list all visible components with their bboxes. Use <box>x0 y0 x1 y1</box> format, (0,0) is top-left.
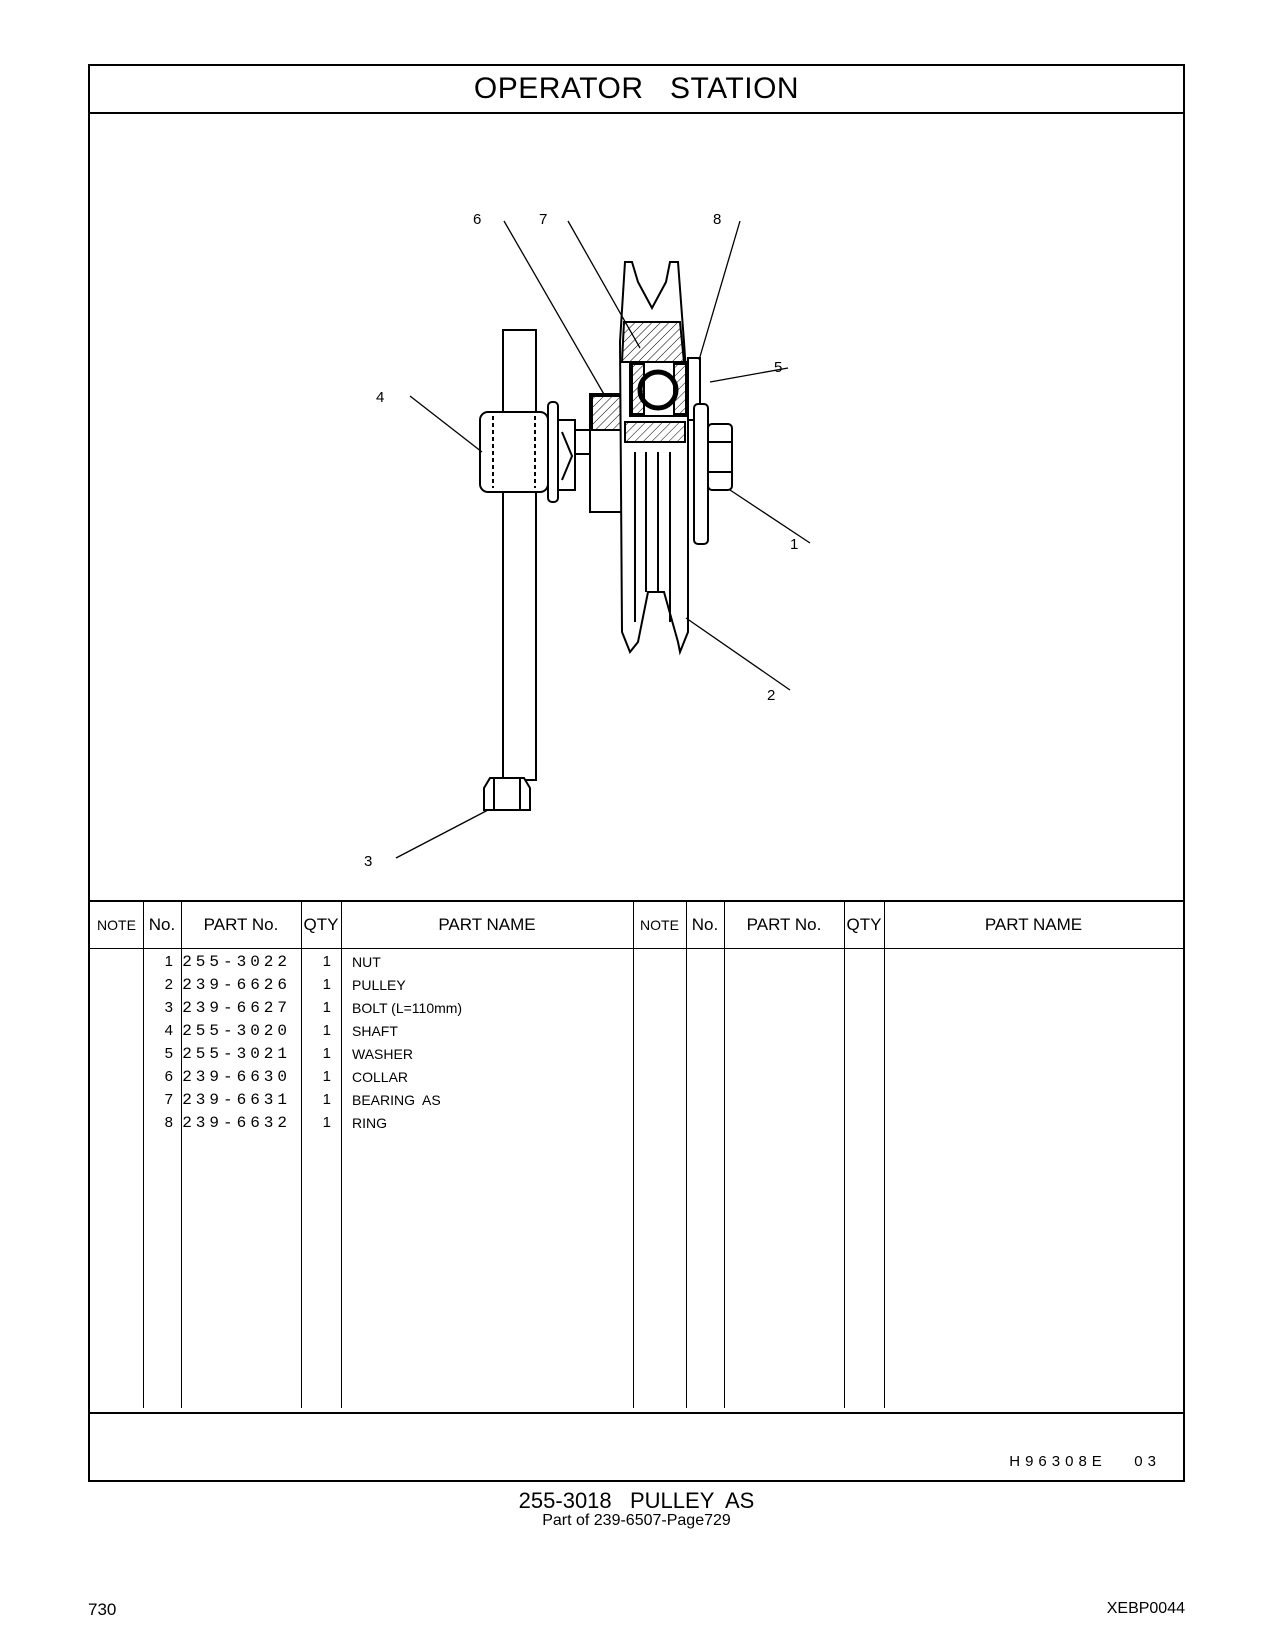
bolt-head-shape <box>483 777 531 811</box>
callout-3: 3 <box>364 853 372 870</box>
bolt-shaft-shape <box>502 329 537 781</box>
part-number: 239-6626 <box>182 975 291 994</box>
header-partname-right: PART NAME <box>984 915 1083 934</box>
parts-frame: OPERATOR STATION <box>88 64 1185 1482</box>
assembly-caption: 255-3018 PULLEY AS <box>518 1488 755 1513</box>
header-partname-left: PART NAME <box>438 915 536 934</box>
row-number: 1 <box>164 953 173 970</box>
quantity: 1 <box>322 1091 331 1108</box>
pulley-body-shape <box>618 261 689 656</box>
document-code: XEBP0044 <box>1106 1600 1185 1617</box>
row-number: 2 <box>164 976 173 993</box>
page-number: 730 <box>88 1600 117 1619</box>
shaft-collar-shape <box>479 411 549 493</box>
header-no-left: No. <box>148 915 176 934</box>
callout-8: 8 <box>713 211 721 228</box>
part-name: BEARING AS <box>352 1091 441 1108</box>
callout-7: 7 <box>539 211 547 228</box>
exploded-diagram: 1 2 3 4 5 6 7 8 <box>90 112 1183 900</box>
part-name: PULLEY <box>352 976 406 993</box>
row-number: 7 <box>164 1091 173 1108</box>
part-number: 255-3020 <box>182 1021 291 1040</box>
callout-2: 2 <box>767 687 775 704</box>
parts-table: NOTE No. PART No. QTY PART NAME NOTE No.… <box>90 900 1183 1414</box>
header-partno-left: PART No. <box>203 915 279 934</box>
callout-6: 6 <box>473 211 481 228</box>
quantity: 1 <box>322 1045 331 1062</box>
part-number: 255-3022 <box>182 952 291 971</box>
callout-5: 5 <box>774 359 782 376</box>
section-title-bar: OPERATOR STATION <box>90 66 1183 114</box>
nut-shape <box>707 423 733 491</box>
part-number: 255-3021 <box>182 1044 291 1063</box>
row-number: 4 <box>164 1022 173 1039</box>
washer-shape <box>693 403 709 545</box>
bearing-ball <box>637 369 679 411</box>
part-name: COLLAR <box>352 1068 409 1085</box>
quantity: 1 <box>322 1022 331 1039</box>
part-number: 239-6627 <box>182 998 291 1017</box>
callout-4: 4 <box>376 389 384 406</box>
row-number: 8 <box>164 1114 173 1131</box>
part-number: 239-6632 <box>182 1113 291 1132</box>
section-title: OPERATOR STATION <box>473 72 800 105</box>
part-number: 239-6630 <box>182 1067 291 1086</box>
quantity: 1 <box>322 1114 331 1131</box>
part-name: WASHER <box>352 1045 413 1062</box>
part-name: RING <box>352 1114 387 1131</box>
header-partno-right: PART No. <box>746 915 822 934</box>
quantity: 1 <box>322 999 331 1016</box>
header-qty-right: QTY <box>846 915 882 934</box>
illustration-code: H96308E 03 <box>1009 1453 1161 1470</box>
header-note-right: NOTE <box>640 917 679 933</box>
header-no-right: No. <box>691 915 719 934</box>
callout-1: 1 <box>790 536 798 553</box>
part-name: NUT <box>352 953 381 970</box>
pulley-assembly-drawing: 1 2 3 4 5 6 7 8 <box>364 211 811 870</box>
quantity: 1 <box>322 976 331 993</box>
row-number: 3 <box>164 999 173 1016</box>
assembly-subcaption: Part of 239-6507-Page729 <box>542 1512 731 1529</box>
part-name: BOLT (L=110mm) <box>352 999 463 1016</box>
row-number: 6 <box>164 1068 173 1085</box>
header-note-left: NOTE <box>97 917 136 933</box>
part-number: 239-6631 <box>182 1090 291 1109</box>
quantity: 1 <box>322 953 331 970</box>
part-name: SHAFT <box>352 1022 398 1039</box>
row-number: 5 <box>164 1045 173 1062</box>
header-qty-left: QTY <box>303 915 339 934</box>
quantity: 1 <box>322 1068 331 1085</box>
header-divider <box>90 948 1183 949</box>
